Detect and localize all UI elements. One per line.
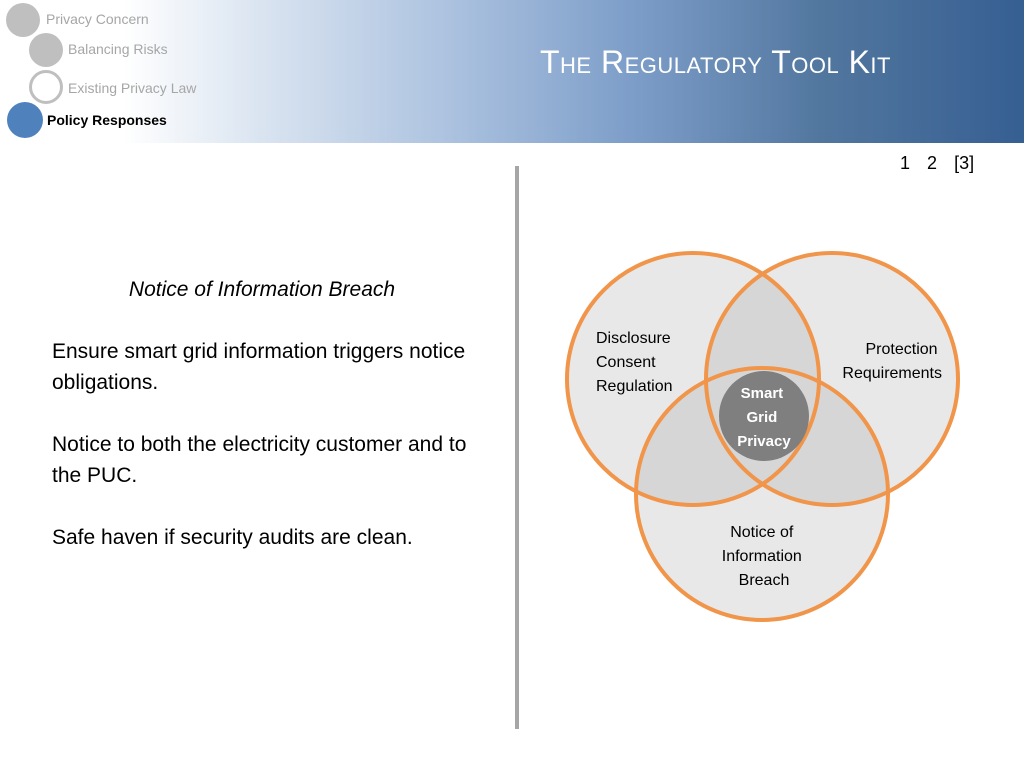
section-subtitle: Notice of Information Breach — [128, 278, 396, 301]
venn-outline-left — [565, 251, 821, 507]
body-paragraph: Ensure smart grid information triggers n… — [52, 340, 466, 394]
nav-label: Policy Responses — [47, 112, 167, 128]
venn-label-center: Smart Grid Privacy — [737, 385, 791, 450]
body-paragraph: Safe haven if security audits are clean. — [52, 526, 413, 549]
nav-dot-icon — [6, 3, 40, 37]
body-paragraph: Notice to both the electricity customer … — [52, 433, 467, 487]
pager: 1 2 [3] — [900, 153, 1010, 174]
nav-dot-icon — [7, 102, 43, 138]
header-banner — [0, 0, 1024, 143]
page-title: The Regulatory Tool Kit — [540, 44, 891, 80]
page-link-1[interactable]: 1 — [900, 153, 911, 173]
nav-label: Privacy Concern — [46, 11, 149, 27]
content-column: Notice of Information Breach Ensure smar… — [52, 274, 472, 584]
venn-outline-bottom — [634, 366, 890, 622]
venn-center-circle — [719, 371, 809, 461]
nav-label: Existing Privacy Law — [68, 80, 197, 96]
venn-label-left: Disclosure Consent Regulation — [596, 330, 675, 395]
venn-label-bottom: Notice of Information Breach — [722, 524, 807, 589]
venn-label-right: Protection Requirements — [842, 341, 942, 382]
page-link-2[interactable]: 2 — [927, 153, 938, 173]
nav-dot-icon — [29, 33, 63, 67]
column-divider — [515, 166, 519, 729]
nav-label: Balancing Risks — [68, 41, 168, 57]
page-current: [3] — [954, 153, 975, 173]
nav-dot-icon — [29, 70, 63, 104]
